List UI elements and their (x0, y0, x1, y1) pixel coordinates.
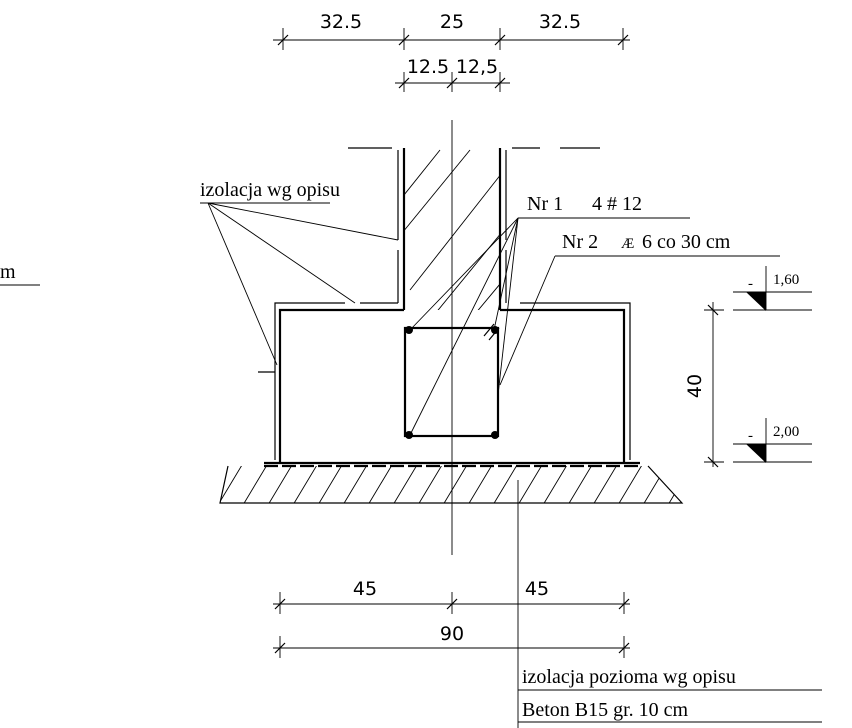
bottom-dimension-lines (273, 592, 630, 658)
dim-height: 40 (684, 374, 706, 398)
rebar-leaders (409, 217, 780, 436)
dim-bottom-total: 90 (440, 623, 464, 645)
level-top-value: 1,60 (773, 272, 799, 288)
insulation-leader (200, 202, 399, 366)
dim-sub-left: 12.5 (407, 56, 449, 78)
level-top-sign: - (748, 276, 753, 292)
rebar1-spec: 4 # 12 (592, 193, 642, 215)
rebar-dot-tl (405, 326, 413, 334)
rebar-dot-tr (491, 326, 499, 334)
cut-left-label: m (0, 261, 16, 283)
rebar1-nr: Nr 1 (527, 193, 563, 215)
wall (348, 147, 600, 310)
rebar-dot-br (491, 431, 499, 439)
dim-top-mid: 25 (440, 11, 464, 33)
level-bottom-sign: - (748, 428, 753, 444)
concrete-label: Beton B15 gr. 10 cm (522, 699, 689, 721)
rebar2-symbol: Æ (621, 236, 634, 252)
level-mark-bottom (733, 418, 812, 463)
level-bottom-value: 2,00 (773, 424, 799, 440)
bottom-label-leader (517, 480, 822, 728)
top-dimension-lines (273, 28, 630, 92)
dim-top-right: 32.5 (539, 11, 581, 33)
dim-bottom-right: 45 (525, 578, 549, 600)
rebar2-nr: Nr 2 (562, 231, 598, 253)
dim-top-left: 32.5 (320, 11, 362, 33)
horizontal-insulation-label: izolacja pozioma wg opisu (522, 666, 736, 688)
level-mark-top (708, 266, 812, 311)
dim-sub-right: 12,5 (456, 56, 498, 78)
insulation-label: izolacja wg opisu (200, 179, 340, 201)
height-dimension (704, 302, 724, 468)
footing (258, 250, 640, 465)
wall-hatch (404, 149, 500, 310)
dim-bottom-left: 45 (353, 578, 377, 600)
rebar2-spec: 6 co 30 cm (642, 231, 731, 253)
blinding-slab (219, 464, 684, 504)
